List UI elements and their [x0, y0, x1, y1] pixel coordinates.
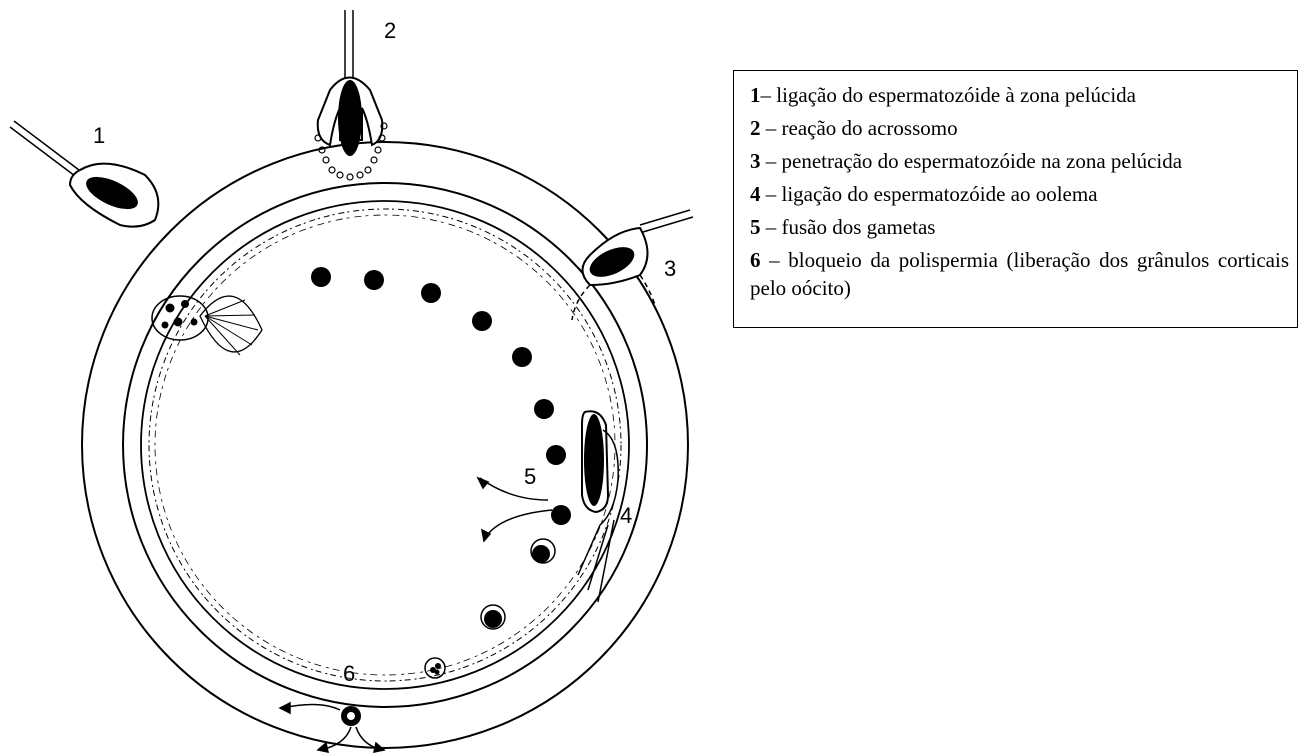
meiotic-spindle [152, 296, 262, 355]
legend-number: 4 [750, 182, 761, 206]
legend-text: – ligação do espermatozóide ao oolema [761, 182, 1098, 206]
released-granule [341, 706, 361, 726]
label-5: 5 [524, 464, 536, 489]
label-2: 2 [384, 18, 396, 43]
legend-text: – penetração do espermatozóide na zona p… [761, 149, 1183, 173]
oolemma [141, 201, 629, 689]
legend-text: – bloqueio da polispermia (liberação dos… [750, 248, 1289, 300]
arrows-6 [280, 703, 384, 752]
legend-item-1: 1– ligação do espermatozóide à zona pelú… [750, 81, 1289, 109]
label-3: 3 [664, 256, 676, 281]
label-4: 4 [620, 503, 632, 528]
legend-item-3: 3 – penetração do espermatozóide na zona… [750, 147, 1289, 175]
fusing-granules [425, 539, 555, 678]
legend-item-2: 2 – reação do acrossomo [750, 114, 1289, 142]
cortex-texture [149, 209, 621, 681]
legend-number: 3 [750, 149, 761, 173]
sperm-1 [10, 121, 158, 227]
legend-item-5: 5 – fusão dos gametas [750, 213, 1289, 241]
sperm-2 [315, 10, 387, 180]
cortex-texture-inner [155, 215, 615, 675]
label-6: 6 [343, 661, 355, 686]
fertilization-diagram: 1 2 3 4 5 6 [0, 0, 720, 753]
legend-text: – reação do acrossomo [761, 116, 958, 140]
legend-number: 5 [750, 215, 761, 239]
legend-text: – fusão dos gametas [761, 215, 936, 239]
label-1: 1 [93, 123, 105, 148]
arrows-5 [478, 478, 552, 541]
zona-pellucida-inner [123, 183, 647, 707]
sperm-4 [578, 411, 618, 602]
legend-number: 6 [750, 248, 761, 272]
legend-number: 2 [750, 116, 761, 140]
legend-number: 1 [750, 83, 761, 107]
legend-item-6: 6 – bloqueio da polispermia (liberação d… [750, 246, 1289, 302]
legend-text: – ligação do espermatozóide à zona pelúc… [761, 83, 1137, 107]
legend-box: 1– ligação do espermatozóide à zona pelú… [733, 70, 1298, 328]
legend-item-4: 4 – ligação do espermatozóide ao oolema [750, 180, 1289, 208]
